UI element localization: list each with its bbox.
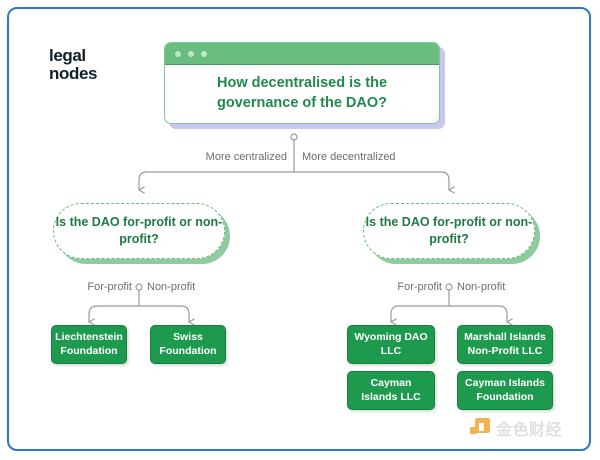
result-cayman-islands-foundation[interactable]: Cayman Islands Foundation bbox=[457, 371, 553, 410]
result-liechtenstein-foundation[interactable]: Liechtenstein Foundation bbox=[51, 325, 127, 364]
watermark: 金色财经 bbox=[470, 416, 562, 440]
result-label: Cayman Islands LLC bbox=[361, 376, 421, 403]
jinse-logo-icon bbox=[470, 418, 490, 438]
edge-label-right-for-profit: For-profit bbox=[397, 281, 442, 293]
logo-line-1: legal bbox=[49, 46, 86, 65]
edge-label-right-non-profit: Non-profit bbox=[457, 281, 506, 293]
result-marshall-islands-non-profit-llc[interactable]: Marshall Islands Non-Profit LLC bbox=[457, 325, 553, 364]
edge-label-more-centralized: More centralized bbox=[205, 151, 287, 163]
logo-line-2: nodes bbox=[49, 63, 98, 83]
watermark-text: 金色财经 bbox=[496, 422, 563, 439]
window-titlebar bbox=[165, 43, 439, 65]
legal-nodes-logo: legal nodes bbox=[49, 47, 129, 83]
window-dot-minimize-icon[interactable] bbox=[188, 50, 194, 57]
diagram-card: legal nodes bbox=[7, 7, 591, 451]
decision-pill-decentralized[interactable]: Is the DAO for-profit or non-profit? bbox=[363, 203, 535, 259]
result-wyoming-dao-llc[interactable]: Wyoming DAO LLC bbox=[347, 325, 435, 364]
root-question-window: How decentralised is the governance of t… bbox=[164, 42, 440, 124]
edge-label-left-non-profit: Non-profit bbox=[147, 281, 196, 293]
result-label: Wyoming DAO LLC bbox=[354, 330, 428, 357]
edge-label-more-decentralized: More decentralized bbox=[302, 151, 396, 163]
result-label: Liechtenstein Foundation bbox=[55, 330, 123, 357]
edge-label-left-for-profit: For-profit bbox=[87, 281, 132, 293]
decision-pill-decentralized-text: Is the DAO for-profit or non-profit? bbox=[365, 215, 533, 246]
window-dot-close-icon[interactable] bbox=[175, 50, 181, 57]
decision-pill-centralized-text: Is the DAO for-profit or non-profit? bbox=[55, 215, 223, 246]
window-dot-maximize-icon[interactable] bbox=[201, 50, 207, 57]
result-label: Marshall Islands Non-Profit LLC bbox=[464, 330, 546, 357]
window-body: How decentralised is the governance of t… bbox=[165, 65, 439, 123]
result-cayman-islands-llc[interactable]: Cayman Islands LLC bbox=[347, 371, 435, 410]
result-label: Swiss Foundation bbox=[159, 330, 217, 357]
result-label: Cayman Islands Foundation bbox=[465, 376, 545, 403]
root-question-text: How decentralised is the governance of t… bbox=[216, 75, 388, 111]
result-swiss-foundation[interactable]: Swiss Foundation bbox=[150, 325, 226, 364]
decision-pill-centralized[interactable]: Is the DAO for-profit or non-profit? bbox=[53, 203, 225, 259]
